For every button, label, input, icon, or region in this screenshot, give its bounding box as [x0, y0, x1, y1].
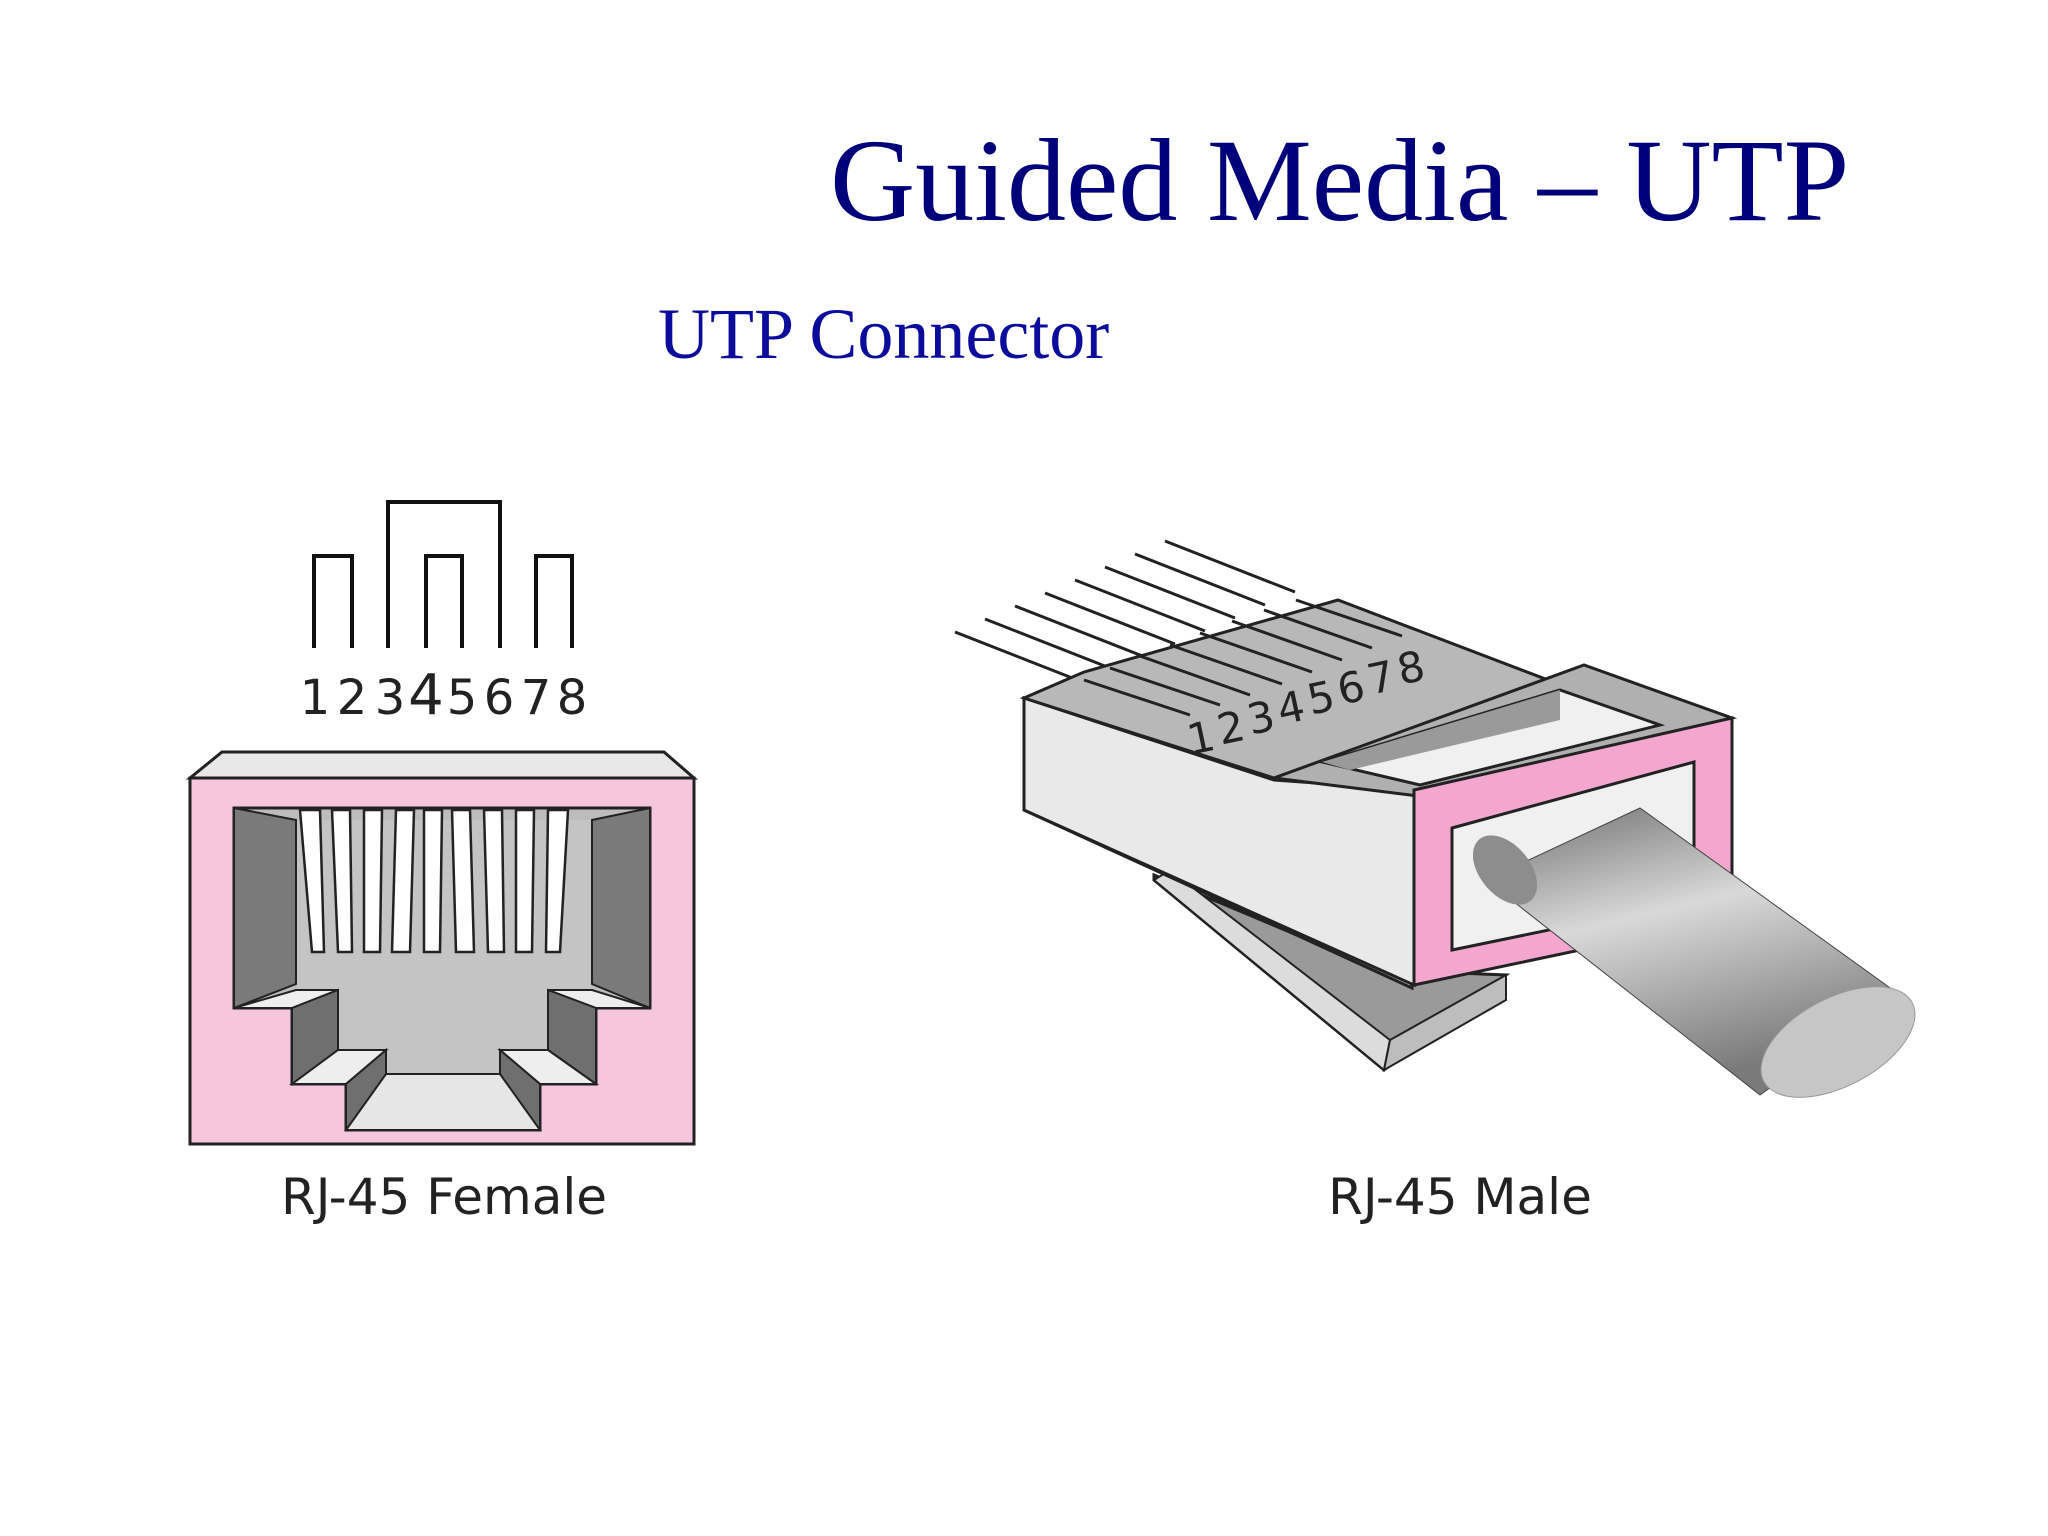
- female-pin-8: 8: [557, 670, 588, 726]
- female-pin-3: 3: [375, 670, 406, 726]
- male-cable: [1472, 807, 1916, 1098]
- male-caption: RJ-45 Male: [1328, 1168, 1592, 1226]
- female-caption: RJ-45 Female: [281, 1168, 607, 1226]
- female-pin-4: 4: [408, 663, 444, 728]
- rj45-female: 1 2 3 4 5 6 7 8: [185, 500, 699, 1226]
- female-contacts: [298, 808, 570, 954]
- pin-pair-brackets: [312, 500, 574, 648]
- male-wires: [954, 539, 1296, 685]
- slide-title: Guided Media – UTP: [830, 115, 1850, 246]
- rj45-male: 1 2 3 4 5 6 7 8 RJ-45 Male: [954, 539, 1916, 1226]
- female-pin-2: 2: [337, 670, 368, 726]
- female-pin-numbers: 1 2 3 4 5 6 7 8: [300, 663, 588, 728]
- male-body-top: [1019, 598, 1553, 780]
- female-pin-6: 6: [484, 670, 515, 726]
- female-pin-5: 5: [447, 670, 478, 726]
- female-top-bevel: [185, 750, 699, 780]
- slide-subtitle: UTP Connector: [658, 294, 1110, 374]
- female-pin-1: 1: [300, 670, 331, 726]
- female-pin-7: 7: [521, 670, 552, 726]
